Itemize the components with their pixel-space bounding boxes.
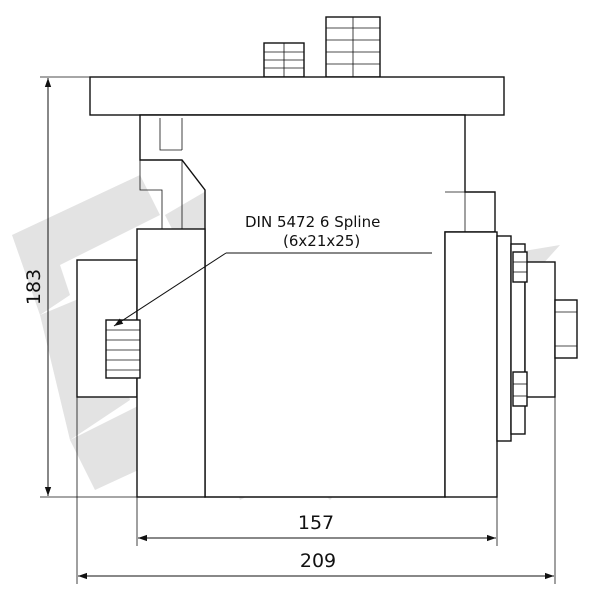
inner-width-dimension-label: 157 [298,512,334,534]
input-shaft [76,228,206,498]
top-flange [89,76,505,116]
right-cover [444,231,578,498]
height-dimension-label: 183 [23,269,45,305]
height-dimension [40,76,205,498]
spline-note-line2: (6x21x25) [283,232,360,250]
overall-width-dimension-label: 209 [300,550,336,572]
spline-leader [113,252,432,327]
top-fittings [263,16,381,78]
overall-width-dimension [76,397,556,584]
spline-note-line1: DIN 5472 6 Spline [245,213,380,231]
inner-width-dimension [136,441,498,546]
